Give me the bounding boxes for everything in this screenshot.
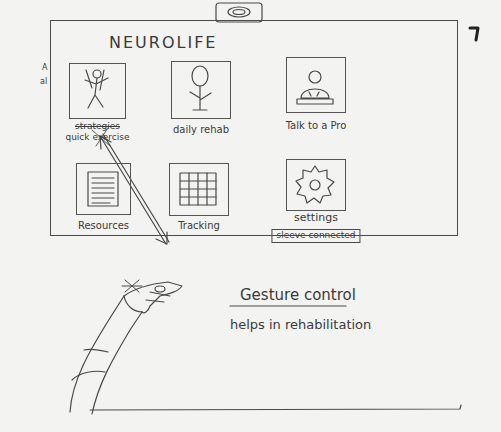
tile-label: Tracking: [178, 220, 220, 231]
document-icon: [88, 172, 118, 206]
exercise-icon: [85, 70, 108, 108]
tile-label: Resources: [78, 220, 129, 231]
edge-mark: [470, 28, 478, 40]
pro-icon: [297, 71, 333, 104]
tile-label: daily rehab: [173, 124, 229, 135]
menu-tile: Talk to a Pro: [286, 57, 346, 113]
status-label: sleeve connected: [271, 229, 360, 243]
crossed-label: strategies: [75, 122, 120, 132]
margin-fragment: A: [42, 64, 47, 73]
note-text: helps in rehabilitation: [230, 318, 371, 332]
camera-lens: [228, 7, 250, 17]
menu-tile: daily rehab: [171, 61, 231, 119]
tile-label: settings: [294, 212, 338, 224]
tile-label: quick exercise: [65, 133, 129, 143]
arm-sketch: [70, 280, 182, 414]
gear-icon: [296, 166, 334, 203]
base-line: [90, 405, 461, 410]
menu-tile: Tracking: [169, 163, 229, 216]
menu-tile: settingssleeve connected: [286, 159, 346, 211]
margin-fragment: al: [40, 78, 47, 87]
menu-tile: strategiesquick exercise: [69, 63, 126, 119]
camera-lens-inner: [233, 10, 245, 15]
rehab-icon: [190, 66, 211, 110]
grid-icon: [180, 173, 216, 205]
menu-tile: Resources: [76, 163, 131, 215]
note-heading: Gesture control: [240, 287, 356, 304]
tile-label: Talk to a Pro: [286, 120, 347, 131]
screen-frame: NEUROLIFE strategiesquick exercise daily r…: [50, 20, 458, 236]
app-title: NEUROLIFE: [109, 34, 217, 52]
title-underline: [230, 305, 346, 306]
